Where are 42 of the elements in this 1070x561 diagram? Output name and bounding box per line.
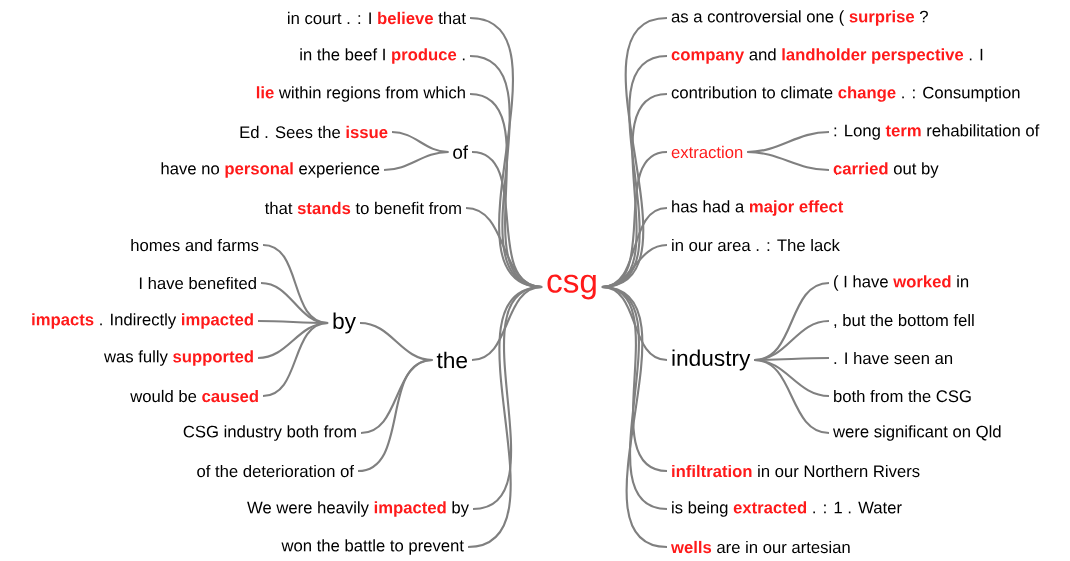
phrase-text: in the beef I produce . — [300, 48, 465, 64]
phrase-text: have no personal experience — [161, 162, 380, 178]
phrase-text: impacts . Indirectly impacted — [32, 313, 253, 329]
phrase-text: , but the bottom fell — [834, 313, 974, 329]
phrase-text: lie within regions from which — [256, 86, 465, 102]
branch-word: extraction — [671, 145, 743, 159]
branch-word: by — [333, 312, 356, 334]
phrase-text: ( I have worked in — [834, 275, 969, 291]
phrase-text: . I have seen an — [834, 351, 953, 365]
phrase-text: infiltration in our Northern Rivers — [672, 464, 920, 478]
phrase-text: won the battle to prevent — [281, 539, 464, 555]
branch-word: the — [436, 351, 467, 369]
phrase-text: both from the CSG — [834, 389, 971, 403]
phrase-text: in court . : I believe that — [288, 11, 466, 25]
branch-line — [754, 358, 830, 435]
phrase-text: CSG industry both from — [183, 425, 356, 441]
phrase-text: carried out by — [833, 162, 939, 178]
phrase-text: as a controversial one ( surprise ? — [671, 10, 928, 26]
phrase-text: of the deterioration of — [197, 464, 354, 478]
phrase-text: is being extracted . : 1 . Water — [672, 501, 902, 517]
phrase-text: wells are in our artesian — [670, 540, 850, 554]
root-word: csg — [547, 274, 596, 300]
branch-word: industry — [672, 349, 751, 371]
branch-word: of — [453, 145, 469, 159]
branch-line — [383, 150, 449, 172]
branch-line — [357, 358, 433, 473]
branch-line — [262, 321, 329, 398]
branch-line — [747, 150, 830, 172]
phrase-text: in our area . : The lack — [672, 238, 840, 252]
phrase-text: Ed . Sees the issue — [240, 125, 388, 139]
phrase-text: homes and farms — [131, 238, 259, 252]
branch-line — [467, 285, 543, 549]
phrase-text: : Long term rehabilitation of — [834, 124, 1040, 140]
phrase-text: were significant on Qld — [833, 425, 1001, 441]
phrase-text: contribution to climate change . : Consumption — [671, 86, 1020, 102]
phrase-text: was fully supported — [103, 350, 253, 366]
phrase-text: that stands to benefit from — [264, 201, 461, 215]
phrase-text: company and landholder perspective . I — [671, 48, 983, 64]
phrase-text: would be caused — [130, 389, 258, 403]
phrase-text: We were heavily impacted by — [247, 501, 469, 517]
phrase-text: has had a major effect — [672, 200, 844, 216]
phrase-text: I have benefited — [139, 276, 256, 290]
